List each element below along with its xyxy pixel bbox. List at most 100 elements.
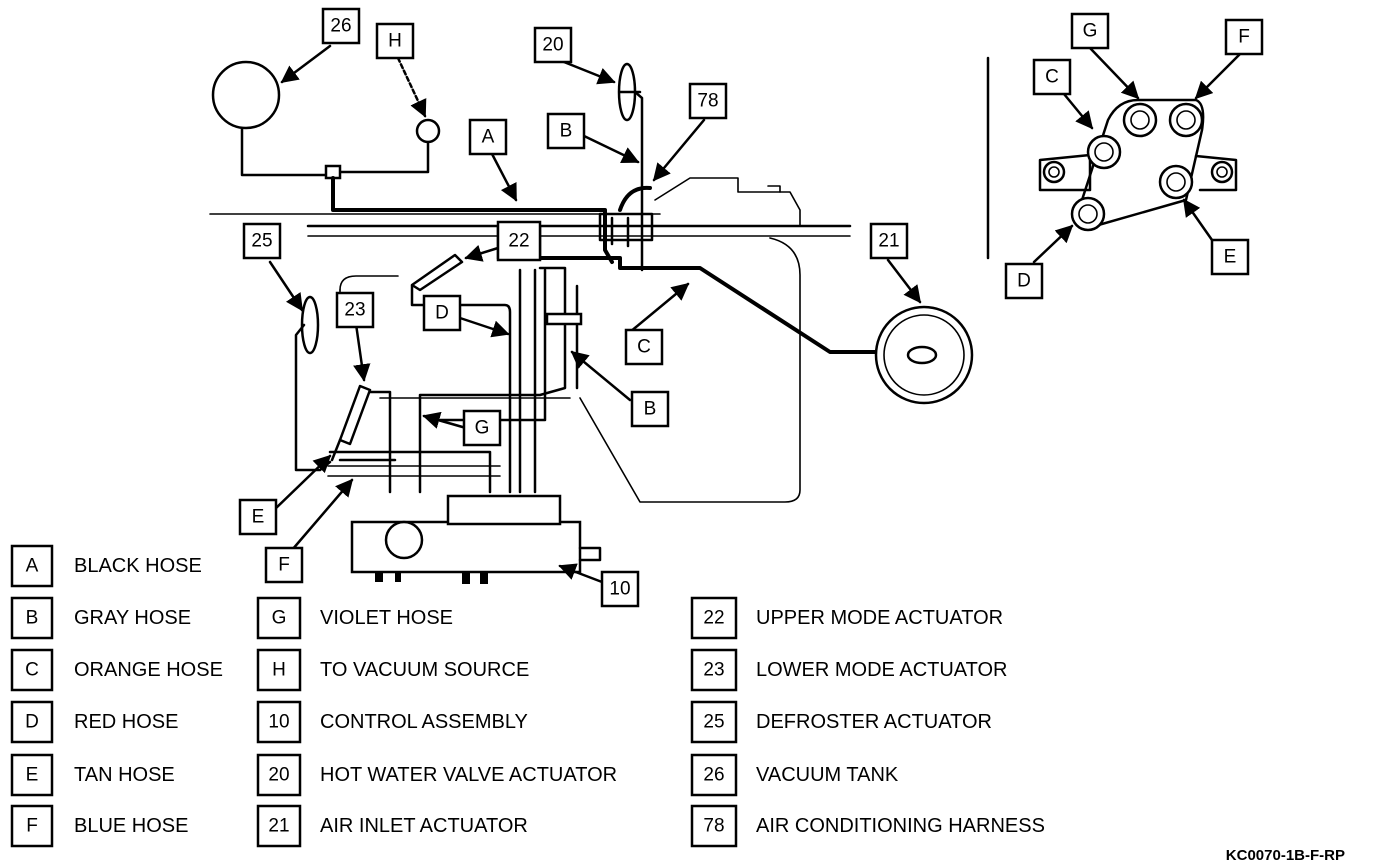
callout-22: 22 — [496, 220, 542, 262]
svg-text:21: 21 — [268, 816, 289, 837]
legend-item-10: 10 CONTROL ASSEMBLY — [256, 700, 528, 744]
legend-item-25: 25 DEFROSTER ACTUATOR — [690, 700, 992, 744]
svg-text:AIR CONDITIONING HARNESS: AIR CONDITIONING HARNESS — [756, 815, 1045, 837]
svg-text:TAN HOSE: TAN HOSE — [74, 764, 175, 786]
svg-text:ORANGE HOSE: ORANGE HOSE — [74, 659, 223, 681]
svg-text:25: 25 — [251, 231, 272, 252]
legend-item-20: 20 HOT WATER VALVE ACTUATOR — [256, 753, 617, 797]
leader-arrows — [268, 44, 1242, 584]
svg-text:25: 25 — [703, 712, 724, 733]
svg-text:GRAY HOSE: GRAY HOSE — [74, 607, 191, 629]
svg-text:A: A — [26, 556, 39, 577]
legend-item-b: B GRAY HOSE — [10, 596, 191, 640]
svg-text:D: D — [435, 303, 449, 324]
callout-g-connector: G — [1070, 12, 1110, 50]
callout-b-top: B — [546, 112, 586, 150]
vacuum-tank — [211, 60, 330, 177]
callout-h: H — [375, 22, 415, 60]
svg-text:H: H — [272, 660, 286, 681]
svg-text:22: 22 — [703, 608, 724, 629]
connector-face-detail — [986, 56, 1238, 260]
callout-f-connector: F — [1224, 18, 1264, 56]
svg-text:B: B — [644, 399, 657, 420]
legend-item-21: 21 AIR INLET ACTUATOR — [256, 804, 528, 848]
callout-d-mid: D — [422, 294, 462, 332]
figure-code: KC0070-1B-F-RP — [1226, 847, 1345, 864]
svg-text:22: 22 — [508, 231, 529, 252]
svg-text:E: E — [26, 765, 39, 786]
svg-text:26: 26 — [330, 16, 351, 37]
svg-text:C: C — [25, 660, 39, 681]
svg-text:26: 26 — [703, 765, 724, 786]
svg-text:B: B — [560, 121, 573, 142]
svg-text:CONTROL ASSEMBLY: CONTROL ASSEMBLY — [320, 711, 528, 733]
callout-10: 10 — [600, 570, 640, 608]
svg-text:E: E — [1224, 247, 1237, 268]
gray-hose — [538, 256, 917, 354]
svg-text:B: B — [26, 608, 39, 629]
defroster-actuator — [294, 295, 332, 472]
svg-text:10: 10 — [268, 712, 289, 733]
svg-text:A: A — [482, 127, 495, 148]
svg-text:10: 10 — [609, 579, 630, 600]
callout-b-mid: B — [630, 390, 670, 428]
air-inlet-actuator — [874, 305, 974, 405]
svg-text:F: F — [26, 816, 38, 837]
callout-23: 23 — [335, 291, 375, 329]
svg-text:G: G — [475, 418, 490, 439]
callout-g-mid: G — [462, 409, 502, 447]
legend-item-h: H TO VACUUM SOURCE — [256, 648, 529, 692]
svg-text:RED HOSE: RED HOSE — [74, 711, 178, 733]
air-conditioning-harness — [598, 185, 654, 248]
svg-text:LOWER MODE ACTUATOR: LOWER MODE ACTUATOR — [756, 659, 1008, 681]
svg-text:HOT WATER VALVE ACTUATOR: HOT WATER VALVE ACTUATOR — [320, 764, 617, 786]
svg-text:C: C — [637, 337, 651, 358]
callout-c-connector: C — [1032, 58, 1072, 96]
lower-mode-actuator — [328, 384, 492, 494]
svg-text:G: G — [272, 608, 287, 629]
svg-text:E: E — [252, 507, 265, 528]
control-assembly — [350, 494, 602, 584]
legend-item-26: 26 VACUUM TANK — [690, 753, 899, 797]
svg-text:G: G — [1083, 21, 1098, 42]
legend-item-g: G VIOLET HOSE — [256, 596, 453, 640]
svg-text:TO VACUUM SOURCE: TO VACUUM SOURCE — [320, 659, 529, 681]
svg-text:VIOLET HOSE: VIOLET HOSE — [320, 607, 453, 629]
callout-25: 25 — [242, 222, 282, 260]
svg-text:DEFROSTER ACTUATOR: DEFROSTER ACTUATOR — [756, 711, 992, 733]
svg-text:F: F — [278, 555, 290, 576]
svg-text:VACUUM TANK: VACUUM TANK — [756, 764, 899, 786]
svg-text:20: 20 — [542, 35, 563, 56]
svg-text:UPPER MODE ACTUATOR: UPPER MODE ACTUATOR — [756, 607, 1003, 629]
hot-water-valve-actuator — [617, 62, 644, 272]
callout-d-connector: D — [1004, 262, 1044, 300]
svg-text:D: D — [1017, 271, 1031, 292]
callout-26: 26 — [321, 7, 361, 45]
vacuum-source-fitting — [324, 118, 441, 180]
legend-item-22: 22 UPPER MODE ACTUATOR — [690, 596, 1003, 640]
svg-text:BLUE HOSE: BLUE HOSE — [74, 815, 188, 837]
svg-text:78: 78 — [697, 91, 718, 112]
black-hose — [331, 176, 614, 264]
legend-item-c: C ORANGE HOSE — [10, 648, 223, 692]
callout-e-low: E — [238, 498, 278, 536]
legend-item-e: E TAN HOSE — [10, 753, 175, 797]
svg-text:AIR INLET ACTUATOR: AIR INLET ACTUATOR — [320, 815, 528, 837]
legend-item-f: F BLUE HOSE — [10, 804, 188, 848]
dash-panel-outline — [209, 177, 852, 503]
svg-text:23: 23 — [344, 300, 365, 321]
callout-78: 78 — [688, 82, 728, 120]
svg-text:F: F — [1238, 27, 1250, 48]
callout-f-low: F — [264, 546, 304, 584]
callout-21: 21 — [869, 222, 909, 260]
svg-text:C: C — [1045, 67, 1059, 88]
callout-a: A — [468, 118, 508, 156]
callout-c-mid: C — [624, 328, 664, 366]
svg-text:20: 20 — [268, 765, 289, 786]
